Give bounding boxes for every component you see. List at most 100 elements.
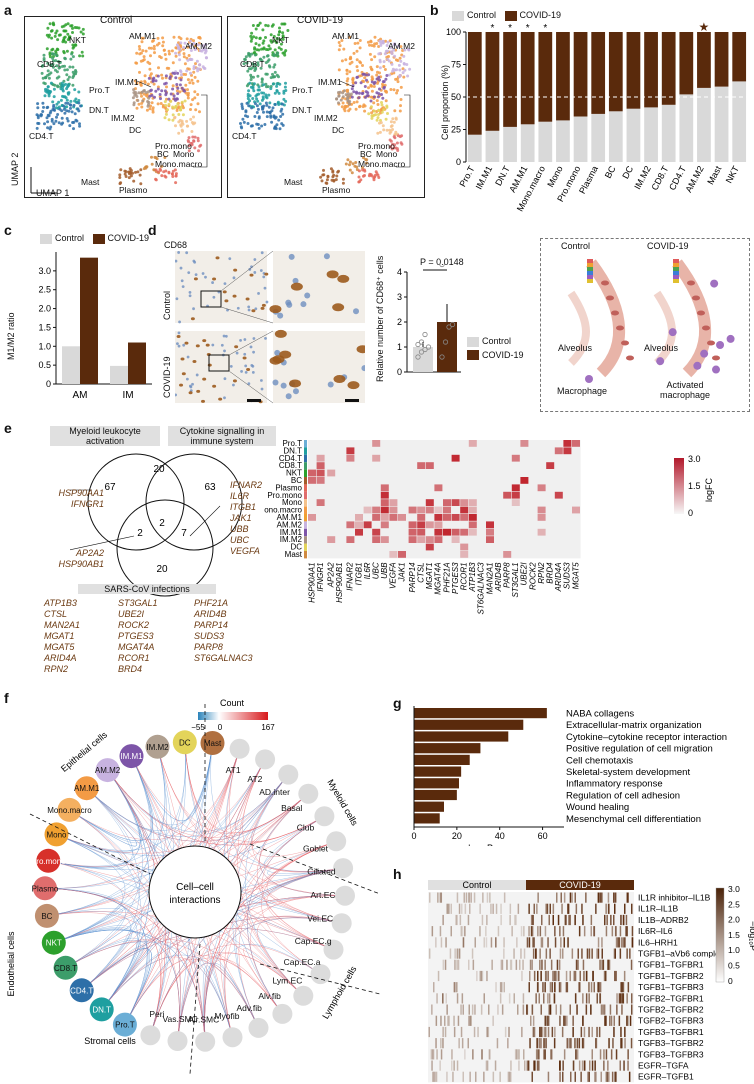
- umap-point: [118, 173, 122, 177]
- umap-point: [74, 72, 78, 76]
- d-point: [415, 341, 421, 348]
- circos-legend-tick: −55: [191, 723, 205, 732]
- b-ytick-label: 0: [456, 157, 461, 167]
- h-cell: [613, 914, 615, 926]
- heat-cell: [308, 477, 316, 484]
- histo-cd68-cell: [218, 397, 223, 401]
- heat-scale-bar: [674, 458, 684, 514]
- umap-point: [176, 71, 180, 75]
- umap-point: [160, 174, 164, 178]
- umap-point: [395, 68, 398, 72]
- umap-point: [152, 47, 156, 51]
- heat-cell: [468, 440, 477, 447]
- umap-label: NKT: [69, 35, 86, 45]
- h-cell: [531, 1004, 534, 1015]
- umap-title-covid: COVID-19: [297, 15, 344, 26]
- heat-cell: [389, 499, 398, 506]
- umap-point: [48, 22, 52, 26]
- h-cell: [532, 914, 534, 926]
- h-cell: [578, 926, 581, 937]
- histo-nucleus: [192, 307, 195, 311]
- c-ytick-label: 3.0: [38, 266, 51, 276]
- schem-rbc: [707, 340, 715, 346]
- b-legend-covid: COVID-19: [519, 10, 562, 20]
- heat-col-label: ARID4A: [554, 562, 563, 592]
- heat-cell: [389, 551, 398, 558]
- h-cell: [599, 982, 602, 993]
- umap-point: [273, 70, 277, 74]
- umap-label: IM.M1: [115, 77, 139, 87]
- b-bar-control: [538, 121, 553, 162]
- h-cell: [451, 1049, 453, 1060]
- umap-point: [373, 42, 377, 46]
- circos-link: [184, 742, 309, 833]
- umap-point: [201, 44, 205, 48]
- heat-cell: [503, 551, 512, 558]
- heat-cell: [434, 506, 443, 514]
- h-cell: [610, 1015, 613, 1026]
- h-cell: [544, 926, 547, 937]
- g-bar: [414, 766, 462, 777]
- h-cell: [569, 914, 571, 926]
- umap-point: [169, 92, 173, 96]
- histo-nucleus: [243, 352, 247, 356]
- h-cell: [522, 993, 525, 1004]
- histo-nucleus: [361, 365, 365, 372]
- circos-link: [86, 774, 289, 838]
- g-bar: [414, 778, 459, 789]
- umap-point: [158, 93, 162, 96]
- h-cell: [495, 937, 497, 948]
- umap-point: [388, 39, 392, 43]
- h-cell: [548, 914, 550, 926]
- g-term-label: Wound healing: [566, 802, 629, 813]
- umap-point: [195, 59, 199, 63]
- circos-node: [119, 744, 144, 769]
- umap-point: [249, 124, 253, 128]
- heat-cell: [425, 536, 434, 543]
- umap-point: [46, 26, 50, 30]
- h-cell: [569, 892, 572, 903]
- venn-bottom-gene: MGAT5: [44, 642, 75, 652]
- b-bar-covid: [732, 32, 747, 82]
- h-cell: [582, 1038, 585, 1049]
- heat-cell: [355, 514, 363, 521]
- h-cell: [491, 959, 493, 970]
- h-cell: [472, 1049, 474, 1060]
- h-cell: [539, 959, 541, 970]
- c-ytick-label: 0.5: [38, 360, 51, 370]
- heat-col-label: ST3GAL1: [511, 562, 520, 597]
- b-bar-control: [644, 107, 658, 162]
- g-term-label: NABA collagens: [566, 709, 634, 720]
- heat-cell: [451, 536, 460, 543]
- umap-point: [338, 44, 342, 48]
- h-pair-label: IL1R inhibitor–IL1B: [638, 893, 711, 903]
- h-cell: [580, 1071, 582, 1082]
- umap-point: [52, 87, 56, 91]
- circos-link: [228, 748, 342, 924]
- h-cell: [630, 959, 633, 970]
- h-scale-tick: 0.5: [728, 961, 740, 971]
- heat-cell: [563, 447, 572, 455]
- heat-col-label: IFNAR2: [346, 562, 355, 591]
- umap-point: [340, 39, 344, 42]
- c-legend-covid-swatch: [92, 233, 105, 244]
- umap-point: [261, 107, 264, 111]
- h-cell: [492, 1015, 494, 1026]
- circos-node-label: Mast: [204, 739, 222, 748]
- umap-point: [242, 62, 246, 66]
- h-cell: [609, 1004, 612, 1015]
- umap-point: [67, 37, 71, 41]
- h-cell: [571, 892, 573, 903]
- heat-cell: [408, 528, 417, 536]
- h-cell: [601, 937, 603, 948]
- b-tick-label: IM.M1: [474, 164, 495, 191]
- circos-node: [326, 831, 347, 852]
- h-cell: [561, 1026, 564, 1038]
- venn-right-gene: VEGFA: [230, 546, 260, 556]
- circos-node-label: Pro.T: [115, 1021, 135, 1030]
- h-cell: [488, 1049, 490, 1060]
- h-cell: [508, 1071, 510, 1082]
- g-xtick-label: 0: [411, 831, 416, 841]
- c-ytick-label: 2.5: [38, 285, 51, 295]
